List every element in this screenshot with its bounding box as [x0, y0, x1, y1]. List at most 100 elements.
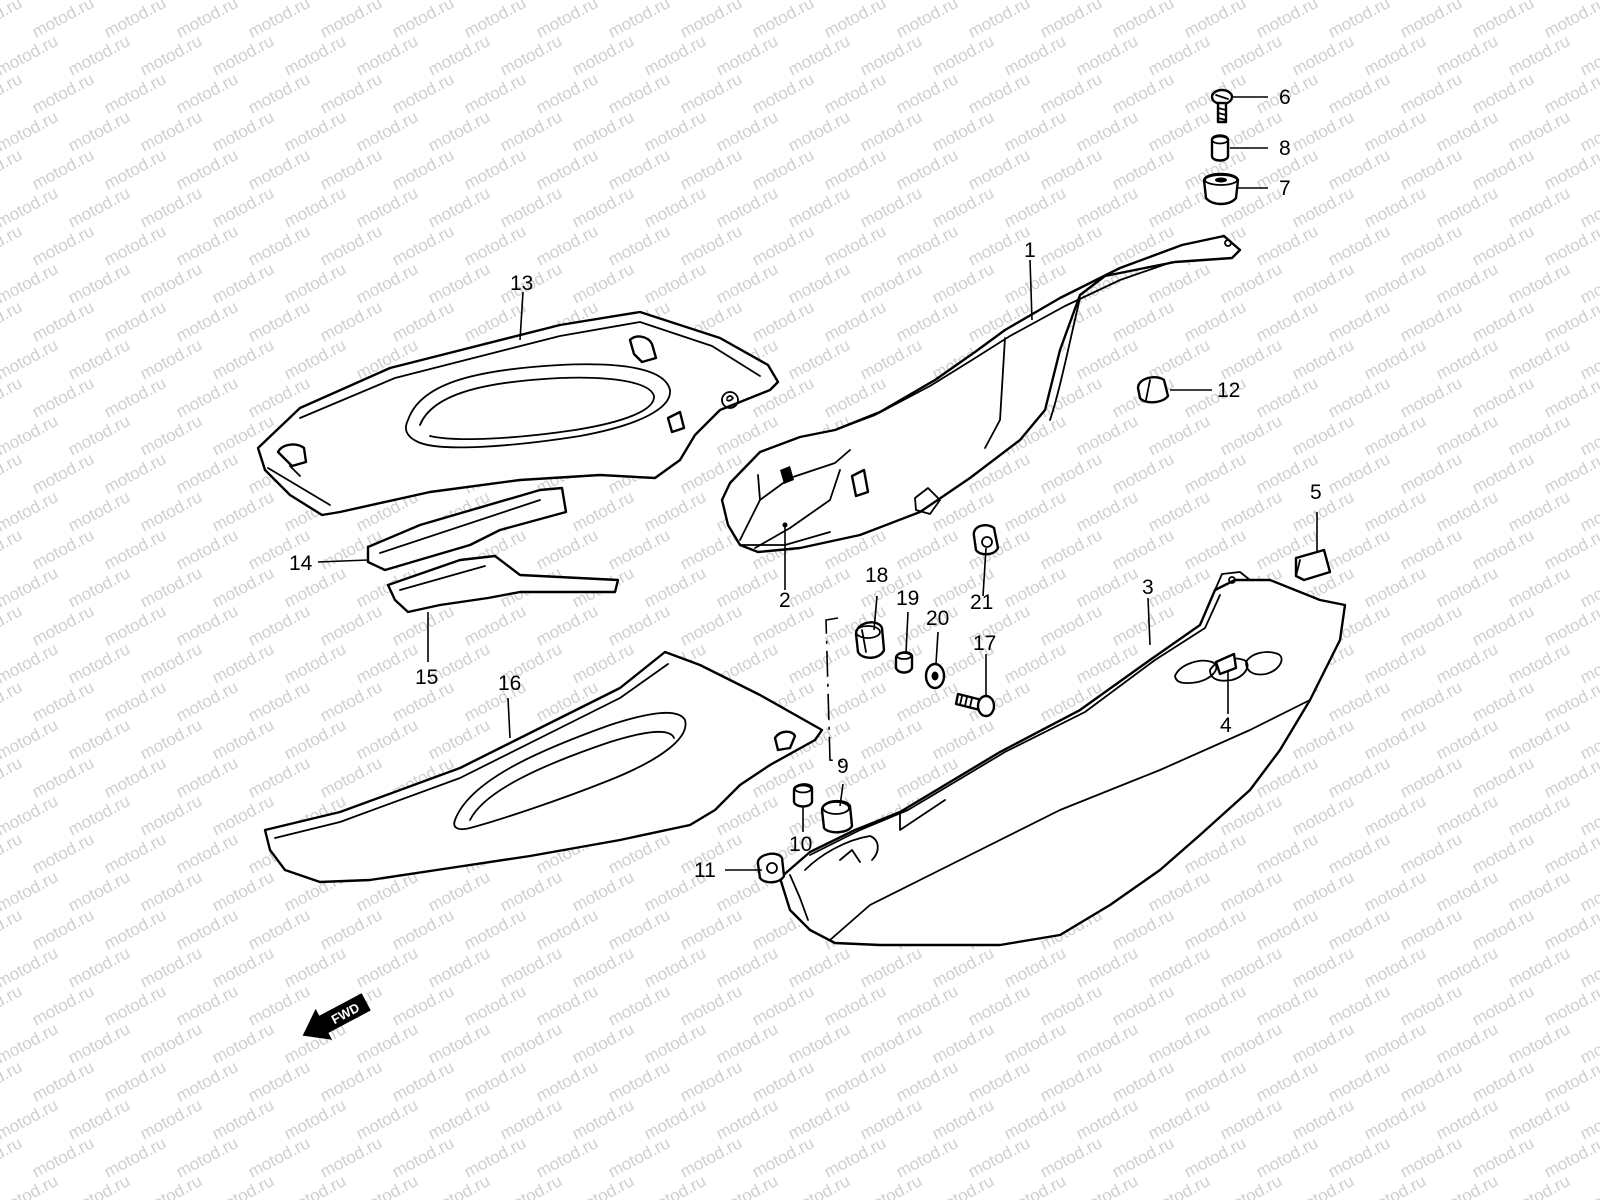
part-2-grommet [782, 522, 788, 528]
watermark-text: motod.ru [677, 1133, 745, 1181]
watermark-text: motod.ru [0, 601, 25, 649]
watermark-text: motod.ru [1505, 183, 1573, 231]
watermark-text: motod.ru [929, 943, 997, 991]
watermark-text: motod.ru [1145, 31, 1213, 79]
watermark-text: motod.ru [245, 145, 313, 193]
watermark-text: motod.ru [1541, 373, 1600, 421]
watermark-text: motod.ru [65, 411, 133, 459]
watermark-text: motod.ru [1109, 449, 1177, 497]
watermark-text: motod.ru [1397, 677, 1465, 725]
watermark-text: motod.ru [1289, 715, 1357, 763]
watermark-text: motod.ru [65, 31, 133, 79]
watermark-text: motod.ru [0, 69, 25, 117]
watermark-text: motod.ru [965, 1057, 1033, 1105]
watermark-text: motod.ru [0, 449, 25, 497]
watermark-text: motod.ru [1109, 525, 1177, 573]
watermark-text: motod.ru [245, 1057, 313, 1105]
watermark-text: motod.ru [785, 31, 853, 79]
watermark-text: motod.ru [641, 107, 709, 155]
watermark-text: motod.ru [605, 525, 673, 573]
watermark-text: motod.ru [137, 1095, 205, 1143]
watermark-text: motod.ru [317, 0, 385, 42]
callout-9: 9 [837, 755, 849, 778]
watermark-text: motod.ru [1469, 981, 1537, 1029]
watermark-text: motod.ru [749, 1057, 817, 1105]
watermark-text: motod.ru [0, 905, 25, 953]
watermark-text: motod.ru [1037, 1057, 1105, 1105]
watermark-text: motod.ru [209, 1019, 277, 1067]
watermark-text: motod.ru [713, 1095, 781, 1143]
watermark-text: motod.ru [209, 31, 277, 79]
watermark-text: motod.ru [1325, 1133, 1393, 1181]
watermark-text: motod.ru [317, 753, 385, 801]
watermark-text: motod.ru [1217, 411, 1285, 459]
watermark-text: motod.ru [1325, 1057, 1393, 1105]
watermark-text: motod.ru [677, 1057, 745, 1105]
watermark-text: motod.ru [0, 297, 25, 345]
watermark-text: motod.ru [1361, 107, 1429, 155]
watermark-text: motod.ru [1073, 183, 1141, 231]
watermark-text: motod.ru [1433, 1171, 1501, 1200]
watermark-text: motod.ru [1073, 943, 1141, 991]
watermark-text: motod.ru [389, 905, 457, 953]
watermark-text: motod.ru [1469, 525, 1537, 573]
watermark-text: motod.ru [101, 829, 169, 877]
watermark-text: motod.ru [965, 0, 1033, 42]
watermark-text: motod.ru [425, 1095, 493, 1143]
watermark-text: motod.ru [929, 183, 997, 231]
watermark-text: motod.ru [1469, 145, 1537, 193]
part-20-washer [924, 662, 946, 690]
callout-7: 7 [1279, 177, 1291, 200]
watermark-text: motod.ru [101, 1133, 169, 1181]
watermark-text: motod.ru [0, 1171, 61, 1200]
watermark-text: motod.ru [1181, 0, 1249, 42]
watermark-text: motod.ru [1505, 259, 1573, 307]
watermark-text: motod.ru [497, 183, 565, 231]
watermark-text: motod.ru [821, 221, 889, 269]
watermark-text: motod.ru [173, 677, 241, 725]
watermark-text: motod.ru [281, 715, 349, 763]
watermark-text: motod.ru [101, 69, 169, 117]
watermark-text: motod.ru [533, 905, 601, 953]
watermark-text: motod.ru [353, 639, 421, 687]
watermark-text: motod.ru [893, 297, 961, 345]
watermark-text: motod.ru [749, 221, 817, 269]
callout-3: 3 [1142, 576, 1154, 599]
watermark-text: motod.ru [1109, 0, 1177, 42]
watermark-text: motod.ru [641, 259, 709, 307]
watermark-text: motod.ru [209, 639, 277, 687]
watermark-text: motod.ru [137, 487, 205, 535]
watermark-text: motod.ru [1433, 31, 1501, 79]
watermark-text: motod.ru [1361, 259, 1429, 307]
watermark-text: motod.ru [569, 259, 637, 307]
watermark-text: motod.ru [1469, 677, 1537, 725]
watermark-text: motod.ru [1361, 31, 1429, 79]
watermark-text: motod.ru [965, 1133, 1033, 1181]
watermark-text: motod.ru [353, 943, 421, 991]
watermark-text: motod.ru [1397, 525, 1465, 573]
watermark-text: motod.ru [1469, 221, 1537, 269]
watermark-text: motod.ru [1217, 335, 1285, 383]
part-10-collar [792, 783, 814, 808]
watermark-text: motod.ru [857, 1171, 925, 1200]
watermark-text: motod.ru [1037, 525, 1105, 573]
watermark-text: motod.ru [1001, 487, 1069, 535]
watermark-text: motod.ru [1361, 1095, 1429, 1143]
watermark-text: motod.ru [461, 145, 529, 193]
watermark-text: motod.ru [317, 221, 385, 269]
watermark-text: motod.ru [0, 1057, 25, 1105]
watermark-text: motod.ru [533, 981, 601, 1029]
watermark-text: motod.ru [785, 259, 853, 307]
part-16-lower-left-cover [263, 650, 824, 884]
watermark-text: motod.ru [785, 563, 853, 611]
watermark-text: motod.ru [1289, 335, 1357, 383]
watermark-text: motod.ru [281, 639, 349, 687]
watermark-text: motod.ru [1001, 183, 1069, 231]
watermark-text: motod.ru [1433, 1095, 1501, 1143]
watermark-text: motod.ru [713, 31, 781, 79]
watermark-text: motod.ru [245, 1133, 313, 1181]
watermark-text: motod.ru [173, 221, 241, 269]
watermark-text: motod.ru [173, 373, 241, 421]
watermark-text: motod.ru [65, 943, 133, 991]
